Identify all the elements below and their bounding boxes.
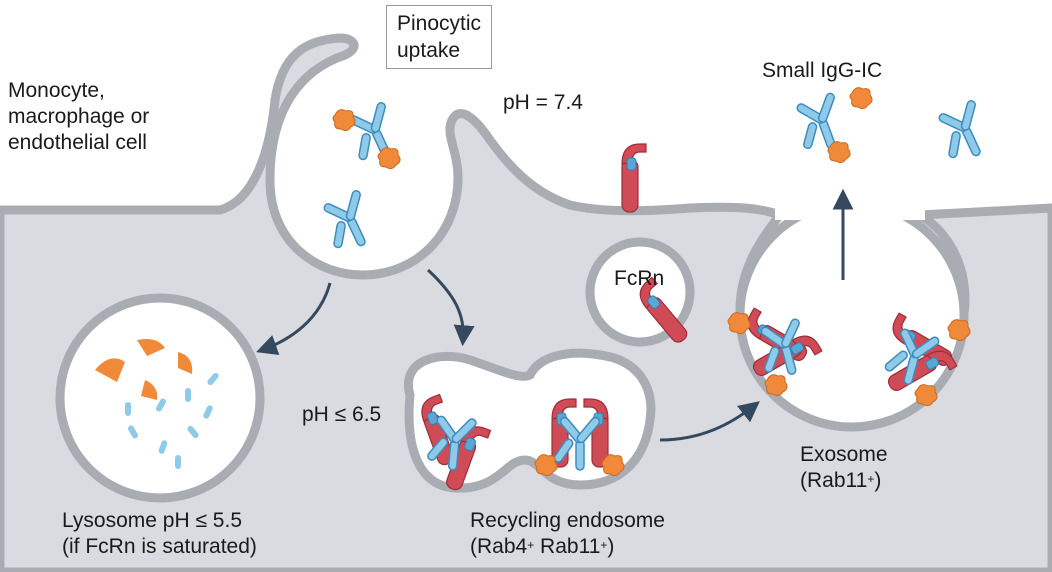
recycling-label-line1: Recycling endosome <box>470 509 665 532</box>
exosome-label-line2: (Rab11+) <box>800 469 882 492</box>
degraded-fragments <box>95 339 219 469</box>
pinocytic-label-line2: uptake <box>397 39 461 62</box>
cell-label-line1: Monocyte, <box>8 79 105 102</box>
fcrn-label: FcRn <box>614 267 665 290</box>
pinocytic-uptake-box: Pinocytic uptake <box>386 5 493 69</box>
ph-endosome-label: pH ≤ 6.5 <box>302 403 382 426</box>
arrow-to-lysosome <box>256 282 332 355</box>
exosome-label-line1: Exosome <box>800 443 888 466</box>
lysosome-label: Lysosome pH ≤ 5.5 (if FcRn is saturated) <box>62 508 257 560</box>
small-igg-ic-label: Small IgG-IC <box>762 59 883 82</box>
cell-label-line2: macrophage or <box>8 105 150 128</box>
membrane-fcrn <box>621 143 647 213</box>
recycling-endosome-label: Recycling endosome (Rab4+ Rab11+) <box>470 508 665 560</box>
arrow-to-recycling-endosome <box>426 268 475 347</box>
antigen-icon <box>827 141 851 164</box>
lysosome-label-line2: (if FcRn is saturated) <box>62 535 257 558</box>
cell-label-line3: endothelial cell <box>8 131 147 154</box>
free-igg <box>929 96 998 168</box>
lysosome-label-line1: Lysosome pH ≤ 5.5 <box>62 509 242 532</box>
lysosome <box>55 293 265 503</box>
pinocytic-label-line1: Pinocytic <box>397 12 482 35</box>
exosome-label: Exosome (Rab11+) <box>800 442 888 494</box>
recycling-label-line2: (Rab4+ Rab11+) <box>470 535 615 558</box>
antigen-icon <box>849 87 873 110</box>
arrow-to-exosome <box>659 401 760 442</box>
cell-type-label: Monocyte, macrophage or endothelial cell <box>8 78 149 156</box>
ph-extracellular-label: pH = 7.4 <box>503 91 583 114</box>
